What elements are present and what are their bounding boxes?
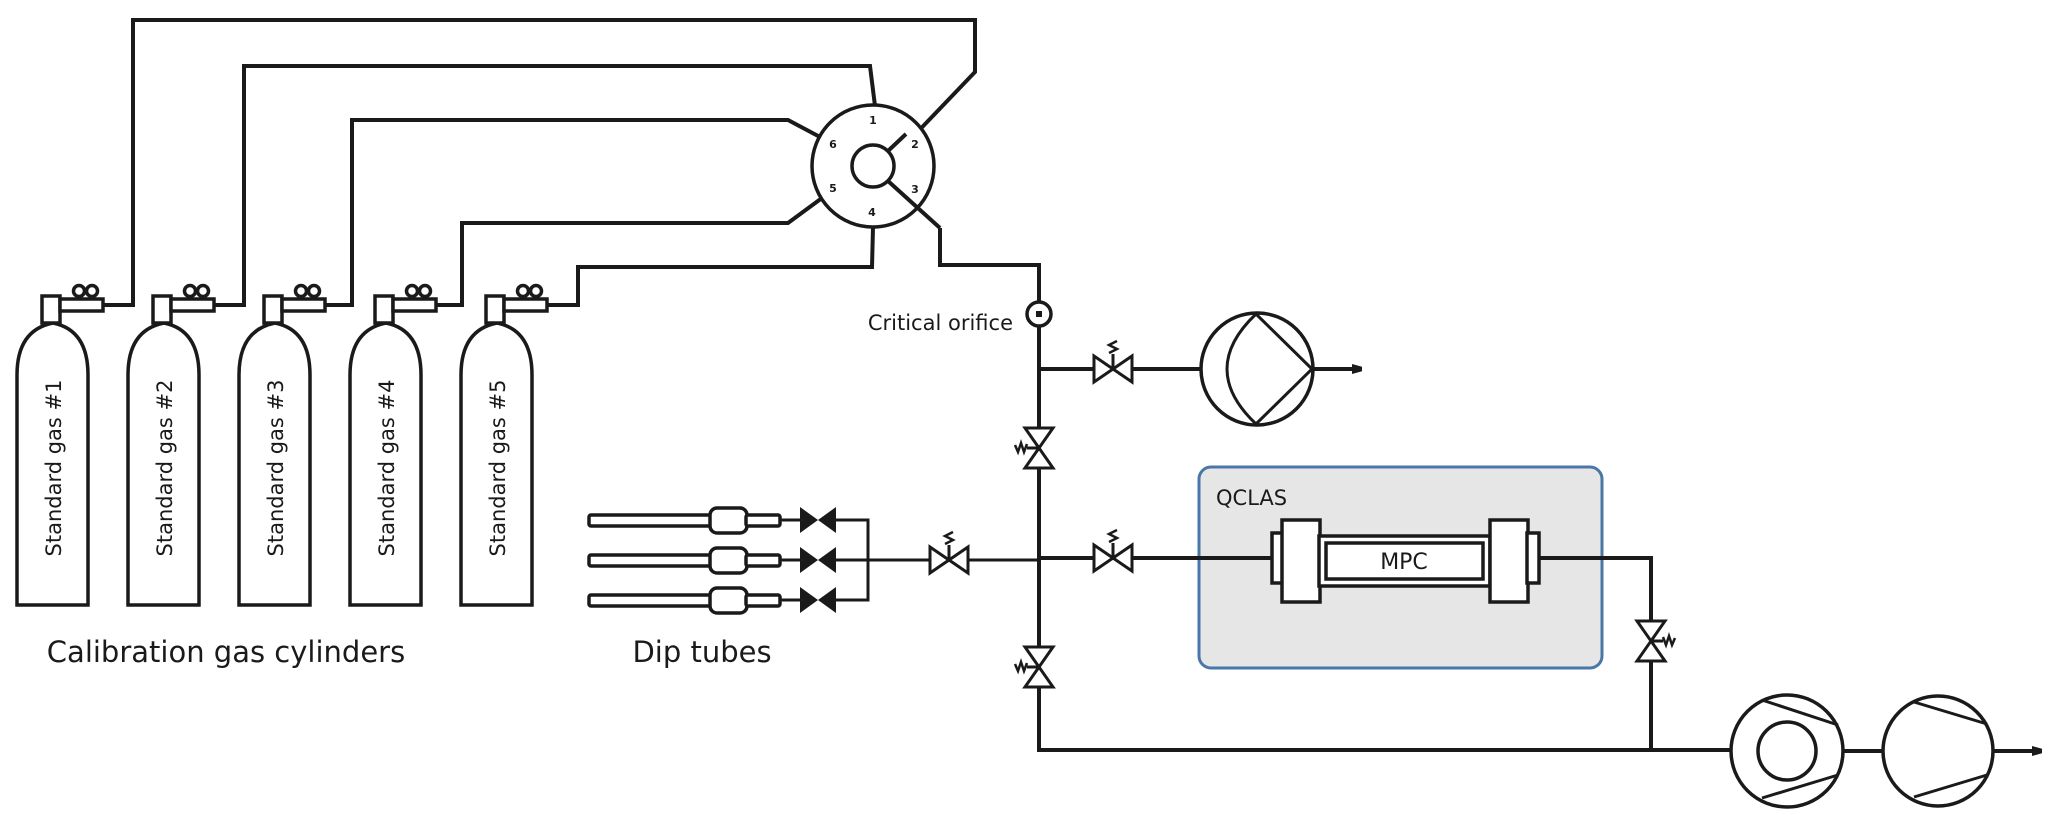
cylinder-label: Standard gas #5 [486, 380, 510, 557]
spring-icon [942, 530, 956, 546]
pump-icon [1199, 311, 1315, 427]
dip-tube-body [587, 513, 713, 528]
dip-tube-connector [708, 586, 749, 615]
shutoff-valve-icon[interactable] [800, 507, 836, 533]
gauge-icon [71, 283, 87, 299]
cylinder-valve [40, 294, 62, 325]
cylinder-label: Standard gas #2 [153, 380, 177, 557]
lower-solenoid-valve[interactable] [1013, 645, 1056, 689]
solenoid-icon [1661, 632, 1677, 649]
right-flange-plate [1525, 531, 1541, 585]
upper-solenoid-valve[interactable] [1013, 426, 1056, 470]
mpc-cell: MPC [1270, 518, 1541, 604]
dip-tube-body [587, 593, 713, 608]
cylinder-label: Standard gas #1 [42, 380, 66, 557]
rotor-link-2 [886, 132, 908, 153]
port-4: 4 [868, 206, 876, 219]
vacuum-pump-2[interactable] [1881, 694, 1995, 808]
cylinder-label: Standard gas #3 [264, 380, 288, 557]
gauge-icon [293, 283, 309, 299]
gauge-icon [528, 283, 544, 299]
cylinders: Standard gas #1 Standard gas #2 Standard g… [15, 283, 549, 607]
dip-tube-3 [587, 586, 836, 615]
gas-line-4 [436, 196, 824, 307]
gauge-icon [84, 283, 100, 299]
spring-icon [1106, 528, 1120, 544]
critical-orifice-label: Critical orifice [868, 311, 1013, 335]
exhaust-needle-valve[interactable] [1092, 339, 1134, 385]
valve-outlet-line [938, 228, 1041, 301]
dip-tube-connector [708, 506, 749, 535]
cylinder-valve [262, 294, 284, 325]
spring-icon [1106, 339, 1120, 355]
dip-tube-body [587, 553, 713, 568]
qclas-outlet-solenoid-valve[interactable] [1634, 619, 1677, 663]
shutoff-valve-icon[interactable] [800, 547, 836, 573]
left-flange [1280, 518, 1322, 604]
gas-cylinder-4: Standard gas #4 [348, 283, 438, 607]
right-flange [1488, 518, 1530, 604]
pressure-regulator [502, 297, 549, 313]
gas-line-5 [547, 226, 875, 307]
port-1: 1 [869, 114, 877, 127]
dip-tube-needle-valve[interactable] [928, 530, 970, 576]
cylinders-caption: Calibration gas cylinders [47, 635, 405, 669]
qclas-inlet-needle-valve[interactable] [1092, 528, 1134, 574]
vacuum-pump-1[interactable] [1729, 693, 1845, 809]
gauge-icon [182, 283, 198, 299]
pressure-regulator [169, 297, 216, 313]
dip-tube-2 [587, 546, 836, 575]
pressure-regulator [58, 297, 105, 313]
dip-tube-connector [708, 546, 749, 575]
dip-tube-1 [587, 506, 836, 535]
cylinder-valve [484, 294, 506, 325]
gas-cylinder-2: Standard gas #2 [126, 283, 216, 607]
selector-valve[interactable]: 1 2 3 4 5 6 [810, 103, 942, 230]
gauge-icon [515, 283, 531, 299]
gas-cylinder-3: Standard gas #3 [237, 283, 327, 607]
port-2: 2 [911, 138, 919, 151]
mpc-label: MPC [1380, 550, 1428, 575]
cylinder-valve [151, 294, 173, 325]
solenoid-icon [1013, 658, 1029, 675]
gas-line-2 [214, 64, 877, 307]
gauge-icon [195, 283, 211, 299]
exhaust-pump[interactable] [1199, 311, 1315, 427]
rotor-link-3 [886, 179, 942, 230]
dip-tubes [587, 506, 1039, 615]
port-5: 5 [829, 182, 837, 195]
gas-line-3 [325, 118, 821, 307]
gas-cylinder-1: Standard gas #1 [15, 283, 105, 607]
gauge-icon [306, 283, 322, 299]
selector-valve-rotor [850, 143, 896, 189]
gauge-icon [404, 283, 420, 299]
cylinder-label: Standard gas #4 [375, 380, 399, 557]
gas-line-1 [103, 18, 977, 307]
cylinder-valve [373, 294, 395, 325]
gauge-icon [417, 283, 433, 299]
shutoff-valve-icon[interactable] [800, 587, 836, 613]
dip-tubes-caption: Dip tubes [632, 635, 771, 669]
solenoid-icon [1013, 439, 1029, 456]
port-3: 3 [911, 183, 919, 196]
critical-orifice [1025, 300, 1053, 328]
port-6: 6 [829, 138, 837, 151]
cell-inner [1324, 541, 1485, 581]
pressure-regulator [391, 297, 438, 313]
pressure-regulator [280, 297, 327, 313]
qclas-label: QCLAS [1216, 486, 1287, 510]
gas-cylinder-5: Standard gas #5 [459, 283, 549, 607]
qclas-outlet-line [1540, 556, 1653, 621]
